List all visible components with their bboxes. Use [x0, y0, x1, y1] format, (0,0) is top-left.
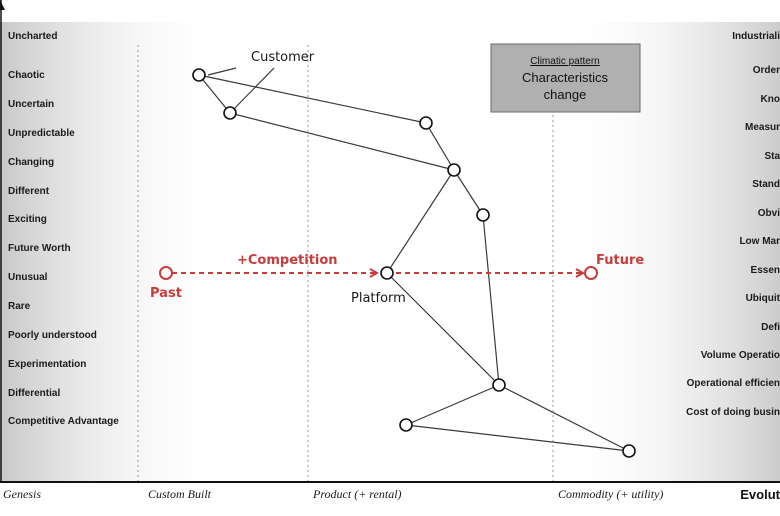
- right-label: Defi: [761, 322, 780, 333]
- left-label: Changing: [8, 157, 54, 168]
- competition-label: +Competition: [237, 253, 338, 268]
- future-label: Future: [596, 253, 644, 268]
- link: [498, 384, 630, 452]
- axis-label-product: Product (+ rental): [312, 487, 402, 501]
- link: [207, 67, 237, 76]
- link: [405, 384, 500, 426]
- right-label: Essen: [751, 265, 780, 276]
- left-label: Uncertain: [8, 99, 54, 110]
- pattern-box-title: Climatic pattern: [530, 56, 599, 67]
- platform-node: [380, 266, 394, 280]
- left-label: Future Worth: [8, 243, 71, 254]
- right-label: Obvi: [758, 208, 780, 219]
- component-node: [419, 116, 433, 130]
- left-label: Uncharted: [8, 31, 57, 42]
- left-label: Different: [8, 186, 50, 197]
- left-label: Chaotic: [8, 70, 45, 81]
- component-node: [223, 106, 237, 120]
- left-label: Exciting: [8, 214, 47, 225]
- platform-label: Platform: [351, 291, 406, 306]
- component-node: [399, 418, 413, 432]
- right-label: Measur: [745, 122, 780, 133]
- left-label: Competitive Advantage: [8, 416, 119, 427]
- axis-label-custom: Custom Built: [148, 487, 212, 501]
- right-label: Ubiquit: [746, 293, 780, 304]
- right-label: Industriali: [732, 31, 780, 42]
- right-label: Stand: [752, 179, 780, 190]
- pattern-box: [490, 43, 641, 113]
- axis-label-commodity: Commodity (+ utility): [558, 487, 663, 501]
- axis-label-genesis: Genesis: [3, 487, 41, 501]
- past-node: [159, 266, 173, 280]
- link: [482, 214, 500, 386]
- left-label: Unpredictable: [8, 128, 75, 139]
- component-node: [476, 208, 490, 222]
- right-label: Cost of doing busin: [686, 407, 780, 418]
- axis-arrow-icon: [0, 0, 5, 10]
- left-label: Differential: [8, 388, 60, 399]
- link: [405, 424, 630, 452]
- right-label: Volume Operatio: [701, 350, 780, 361]
- right-label: Operational efficien: [687, 378, 780, 389]
- pattern-box-line2: change: [544, 87, 587, 102]
- component-node: [622, 444, 636, 458]
- past-label: Past: [150, 286, 182, 301]
- component-node: [492, 378, 506, 392]
- left-label: Poorly understood: [8, 330, 97, 341]
- axis-label-evolution: Evolut: [740, 487, 780, 502]
- right-label: Low Mar: [739, 236, 780, 247]
- link: [198, 74, 427, 124]
- left-label: Rare: [8, 301, 31, 312]
- link: [425, 122, 455, 171]
- link: [386, 169, 455, 274]
- right-label: Kno: [761, 94, 780, 105]
- component-node: [192, 68, 206, 82]
- left-label: Unusual: [8, 272, 48, 283]
- nodes: [192, 68, 636, 458]
- link: [453, 169, 484, 216]
- link: [229, 67, 275, 114]
- right-label: Sta: [764, 151, 780, 162]
- component-node: [447, 163, 461, 177]
- uncharted-shading: [0, 22, 230, 482]
- link: [198, 74, 231, 114]
- customer-label: Customer: [251, 50, 315, 65]
- links: [198, 67, 630, 452]
- link: [386, 272, 500, 386]
- left-label: Experimentation: [8, 359, 86, 370]
- future-node: [584, 266, 598, 280]
- pattern-box-line1: Characteristics: [522, 70, 608, 85]
- right-label: Order: [753, 65, 780, 76]
- link: [229, 112, 455, 171]
